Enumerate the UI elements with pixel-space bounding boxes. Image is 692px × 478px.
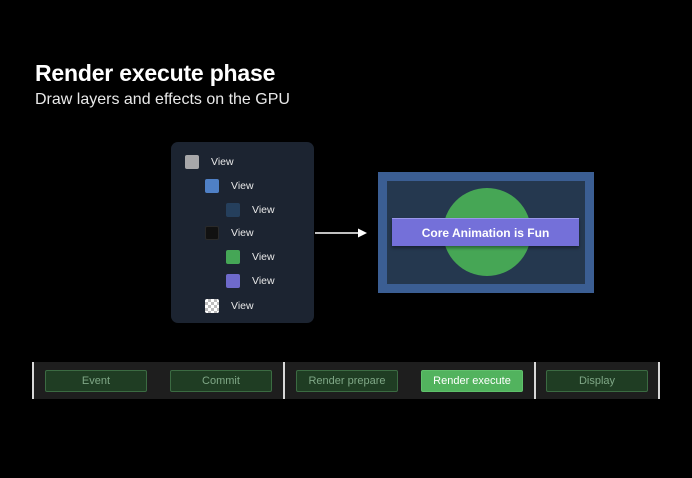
pipeline-divider bbox=[32, 362, 34, 399]
tree-item: View bbox=[185, 155, 234, 169]
pipeline-divider bbox=[658, 362, 660, 399]
tree-item: View bbox=[226, 203, 275, 217]
render-output-canvas: Core Animation is Fun bbox=[387, 181, 585, 284]
layer-swatch-icon bbox=[205, 226, 219, 240]
tree-item: View bbox=[205, 226, 254, 240]
pipeline-divider bbox=[283, 362, 285, 399]
stage-label: Event bbox=[81, 375, 111, 387]
stage-render-execute: Render execute bbox=[421, 370, 523, 392]
tree-item: View bbox=[205, 299, 254, 313]
stage-commit: Commit bbox=[170, 370, 272, 392]
stage-label: Commit bbox=[202, 375, 240, 387]
stage-label: Render execute bbox=[433, 375, 511, 387]
tree-item: View bbox=[205, 179, 254, 193]
stage-label: Display bbox=[578, 375, 616, 387]
tree-item-label: View bbox=[252, 204, 275, 216]
stage-render-prepare: Render prepare bbox=[296, 370, 398, 392]
tree-item-label: View bbox=[252, 275, 275, 287]
tree-item-label: View bbox=[211, 156, 234, 168]
layer-swatch-icon bbox=[185, 155, 199, 169]
slide-subtitle: Draw layers and effects on the GPU bbox=[35, 91, 290, 108]
tree-item-label: View bbox=[252, 251, 275, 263]
pipeline-divider bbox=[534, 362, 536, 399]
tree-item-label: View bbox=[231, 300, 254, 312]
layer-swatch-icon bbox=[226, 274, 240, 288]
stage-label: Render prepare bbox=[308, 375, 386, 387]
render-output-frame: Core Animation is Fun bbox=[378, 172, 594, 293]
layer-tree-panel: View View View View View View View bbox=[171, 142, 314, 323]
layer-swatch-icon bbox=[205, 179, 219, 193]
tree-item-label: View bbox=[231, 227, 254, 239]
stage-display: Display bbox=[546, 370, 648, 392]
tree-item-label: View bbox=[231, 180, 254, 192]
layer-swatch-icon bbox=[226, 250, 240, 264]
tree-item: View bbox=[226, 250, 275, 264]
pipeline-bar: Event Commit Render prepare Render execu… bbox=[32, 362, 660, 399]
core-animation-banner: Core Animation is Fun bbox=[392, 218, 579, 246]
stage-event: Event bbox=[45, 370, 147, 392]
layer-swatch-icon bbox=[226, 203, 240, 217]
tree-item: View bbox=[226, 274, 275, 288]
arrow-right-icon bbox=[315, 228, 367, 238]
slide-title: Render execute phase bbox=[35, 60, 276, 86]
layer-swatch-icon bbox=[205, 299, 219, 313]
